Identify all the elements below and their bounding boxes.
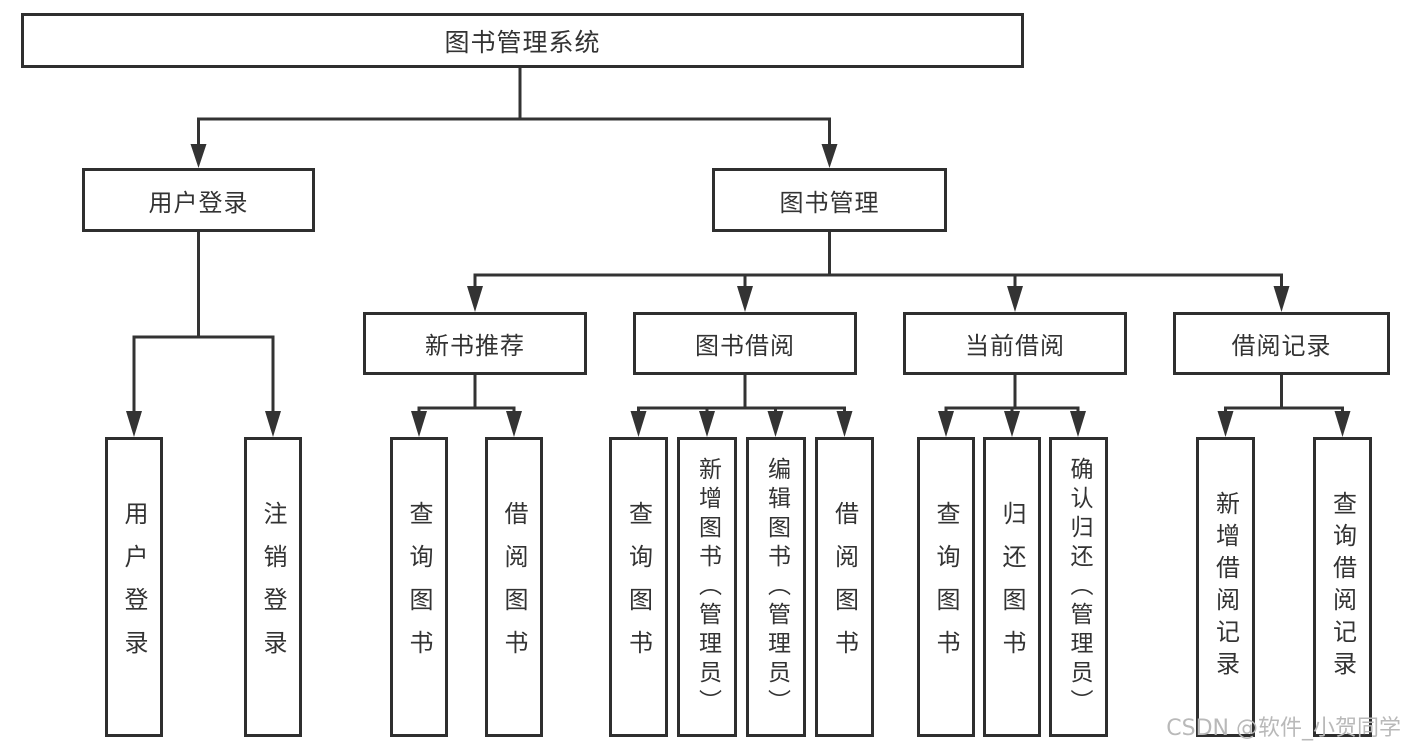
node-new-book-recommend: 新书推荐 bbox=[363, 312, 587, 375]
node-label: 图书管理 bbox=[779, 188, 880, 217]
leaf-borrow-books-2: 借阅图书 bbox=[815, 437, 874, 737]
node-user-login-branch: 用户登录 bbox=[82, 168, 315, 232]
leaf-user-login: 用户登录 bbox=[105, 437, 163, 737]
leaf-edit-books-admin: 编辑图书（管理员） bbox=[746, 437, 806, 737]
leaf-borrow-books-1: 借阅图书 bbox=[485, 437, 543, 737]
node-book-management: 图书管理 bbox=[712, 168, 947, 232]
node-label: 借阅记录 bbox=[1231, 332, 1332, 360]
leaf-logout: 注销登录 bbox=[244, 437, 302, 737]
leaf-label: 查询借阅记录 bbox=[1328, 491, 1357, 683]
leaf-label: 归还图书 bbox=[998, 501, 1026, 673]
node-current-borrowing: 当前借阅 bbox=[903, 312, 1127, 375]
leaf-return-books: 归还图书 bbox=[983, 437, 1041, 737]
leaf-query-books-3: 查询图书 bbox=[917, 437, 975, 737]
csdn-watermark: CSDN @软件_小贺同学 bbox=[1166, 716, 1401, 741]
leaf-confirm-return-admin: 确认归还（管理员） bbox=[1049, 437, 1108, 737]
node-label: 用户登录 bbox=[148, 188, 249, 217]
leaf-label: 编辑图书（管理员） bbox=[763, 456, 790, 718]
leaf-label: 注销登录 bbox=[259, 501, 287, 673]
node-label: 新书推荐 bbox=[425, 332, 525, 360]
leaf-add-borrow-record: 新增借阅记录 bbox=[1196, 437, 1255, 737]
leaf-label: 查询图书 bbox=[624, 501, 653, 673]
node-label: 当前借阅 bbox=[965, 332, 1065, 360]
leaf-label: 确认归还（管理员） bbox=[1066, 456, 1092, 718]
leaf-label: 用户登录 bbox=[120, 501, 148, 673]
leaf-label: 查询图书 bbox=[932, 501, 960, 673]
node-borrowing-records: 借阅记录 bbox=[1173, 312, 1390, 375]
node-library-management-system: 图书管理系统 bbox=[21, 13, 1024, 68]
leaf-label: 新增图书（管理员） bbox=[694, 456, 721, 718]
leaf-query-books-1: 查询图书 bbox=[390, 437, 448, 737]
node-label: 图书管理系统 bbox=[444, 27, 601, 57]
leaf-label: 查询图书 bbox=[405, 501, 433, 673]
node-book-borrowing: 图书借阅 bbox=[633, 312, 857, 375]
leaf-label: 新增借阅记录 bbox=[1211, 491, 1240, 683]
leaf-label: 借阅图书 bbox=[830, 501, 859, 673]
leaf-label: 借阅图书 bbox=[500, 501, 528, 673]
node-label: 图书借阅 bbox=[695, 332, 795, 360]
leaf-query-borrow-record: 查询借阅记录 bbox=[1313, 437, 1372, 737]
leaf-query-books-2: 查询图书 bbox=[609, 437, 668, 737]
leaf-add-books-admin: 新增图书（管理员） bbox=[677, 437, 737, 737]
